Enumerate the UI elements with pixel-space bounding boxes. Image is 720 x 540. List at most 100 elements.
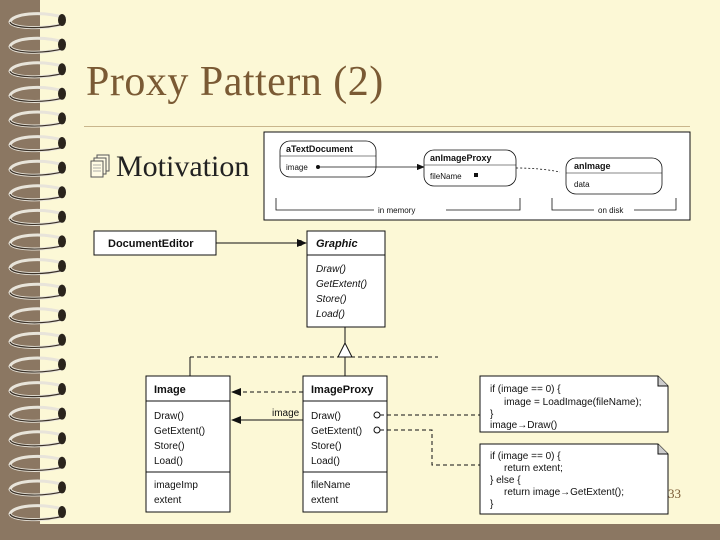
image-proxy-attr: fileName xyxy=(311,480,351,491)
spiral-ring-shadow xyxy=(9,366,65,373)
binding-hole xyxy=(58,14,66,26)
draw-note-anchor xyxy=(373,411,381,419)
binding-hole xyxy=(58,284,66,297)
image-proxy-name: anImageProxy xyxy=(430,153,492,163)
spiral-ring-shadow xyxy=(9,489,65,496)
slide-title: Proxy Pattern (2) xyxy=(86,59,384,105)
spiral-ring-shadow xyxy=(9,193,65,201)
image-proxy-op: GetExtent() xyxy=(311,426,362,437)
binding-hole xyxy=(58,161,66,174)
spiral-ring-shadow xyxy=(9,439,65,447)
binding-hole xyxy=(58,235,66,248)
graphic-op: Load() xyxy=(316,309,345,320)
text-document-field: image xyxy=(286,163,308,172)
image-op: Draw() xyxy=(154,411,184,422)
spiral-ring-shadow xyxy=(9,144,65,152)
spiral-ring-shadow xyxy=(9,243,65,250)
binding-hole xyxy=(58,383,66,395)
spiral-ring-shadow xyxy=(9,464,65,471)
image-attr: imageImp xyxy=(154,480,198,491)
graphic-op: Draw() xyxy=(316,264,346,275)
class-diagram: DocumentEditor Graphic Draw() GetExtent(… xyxy=(93,230,669,515)
document-editor-class xyxy=(93,230,217,256)
spiral-ring-shadow xyxy=(9,267,65,275)
draw-note-line: image = LoadImage(fileName); xyxy=(504,397,642,408)
graphic-class xyxy=(306,230,386,328)
in-memory-bracket xyxy=(275,198,521,211)
draw-note-fold xyxy=(657,376,668,387)
filename-ref-square xyxy=(474,173,478,177)
draw-note-line: image→Draw() xyxy=(490,420,557,431)
image-op: GetExtent() xyxy=(154,426,205,437)
binding-hole xyxy=(58,210,66,223)
image-op: Load() xyxy=(154,456,183,467)
draw-note xyxy=(479,375,669,433)
spiral-ring-shadow xyxy=(9,46,65,53)
binding-hole xyxy=(58,38,66,51)
image-proxy-field: fileName xyxy=(430,172,462,181)
spiral-ring-shadow xyxy=(9,390,65,398)
bullet-text: Motivation xyxy=(116,150,250,183)
graphic-op: Store() xyxy=(316,294,347,305)
binding-hole xyxy=(58,506,66,518)
image-proxy-op: Store() xyxy=(311,441,342,452)
spiral-ring-shadow xyxy=(9,513,65,521)
spiral-ring-shadow xyxy=(9,316,65,324)
spiral-ring-shadow xyxy=(9,341,65,348)
spiral-binding xyxy=(8,12,67,522)
binding-hole xyxy=(58,481,66,494)
binding-hole xyxy=(58,456,66,469)
document-editor-name: DocumentEditor xyxy=(108,238,194,250)
binding-hole xyxy=(58,309,66,322)
image-object-name: anImage xyxy=(574,161,611,171)
image-object-field: data xyxy=(574,180,590,189)
image-op: Store() xyxy=(154,441,185,452)
image-proxy-class-name: ImageProxy xyxy=(311,384,374,396)
spiral-ring-shadow xyxy=(9,292,65,299)
draw-note-line: } xyxy=(490,409,494,420)
spiral-ring-shadow xyxy=(9,21,65,29)
extent-note-line: } xyxy=(490,499,494,510)
extent-note-line: if (image == 0) { xyxy=(490,451,561,462)
image-class xyxy=(145,375,231,513)
on-disk-label: on disk xyxy=(598,206,624,215)
object-diagram: aTextDocument image anImageProxy fileNam… xyxy=(263,131,691,221)
binding-hole xyxy=(58,112,66,125)
image-proxy-op: Draw() xyxy=(311,411,341,422)
image-proxy-attr: extent xyxy=(311,495,338,506)
binding-hole xyxy=(58,358,66,371)
bullet-motivation: Motivation xyxy=(88,150,249,184)
image-attr: extent xyxy=(154,495,181,506)
graphic-op: GetExtent() xyxy=(316,279,367,290)
image-proxy-class xyxy=(302,375,388,513)
binding-hole xyxy=(58,63,66,76)
extent-note-line: return extent; xyxy=(504,463,563,474)
binding-hole xyxy=(58,137,66,149)
inheritance-triangle xyxy=(337,341,353,358)
extent-note-fold xyxy=(657,444,668,455)
spiral-ring-shadow xyxy=(9,169,65,176)
text-document-object xyxy=(279,140,377,178)
extent-note-line: } else { xyxy=(490,475,521,486)
text-document-name: aTextDocument xyxy=(286,144,353,154)
image-object xyxy=(565,157,663,195)
spiral-ring-shadow xyxy=(9,70,65,78)
extent-note xyxy=(479,443,669,515)
association-label: image xyxy=(272,408,300,419)
extent-note-anchor xyxy=(373,426,381,434)
binding-hole xyxy=(58,432,66,445)
binding-hole xyxy=(58,186,66,199)
association-dot xyxy=(297,240,303,246)
graphic-name: Graphic xyxy=(316,238,358,250)
binding-hole xyxy=(58,260,66,272)
proxy-to-image-link xyxy=(515,167,561,173)
spiral-ring-shadow xyxy=(9,415,65,422)
image-proxy-op: Load() xyxy=(311,456,340,467)
binding-hole xyxy=(58,407,66,420)
image-class-name: Image xyxy=(154,384,186,396)
page-number: 33 xyxy=(668,486,681,501)
binding-hole xyxy=(58,333,66,346)
title-divider xyxy=(84,126,690,127)
on-disk-bracket xyxy=(551,198,677,211)
